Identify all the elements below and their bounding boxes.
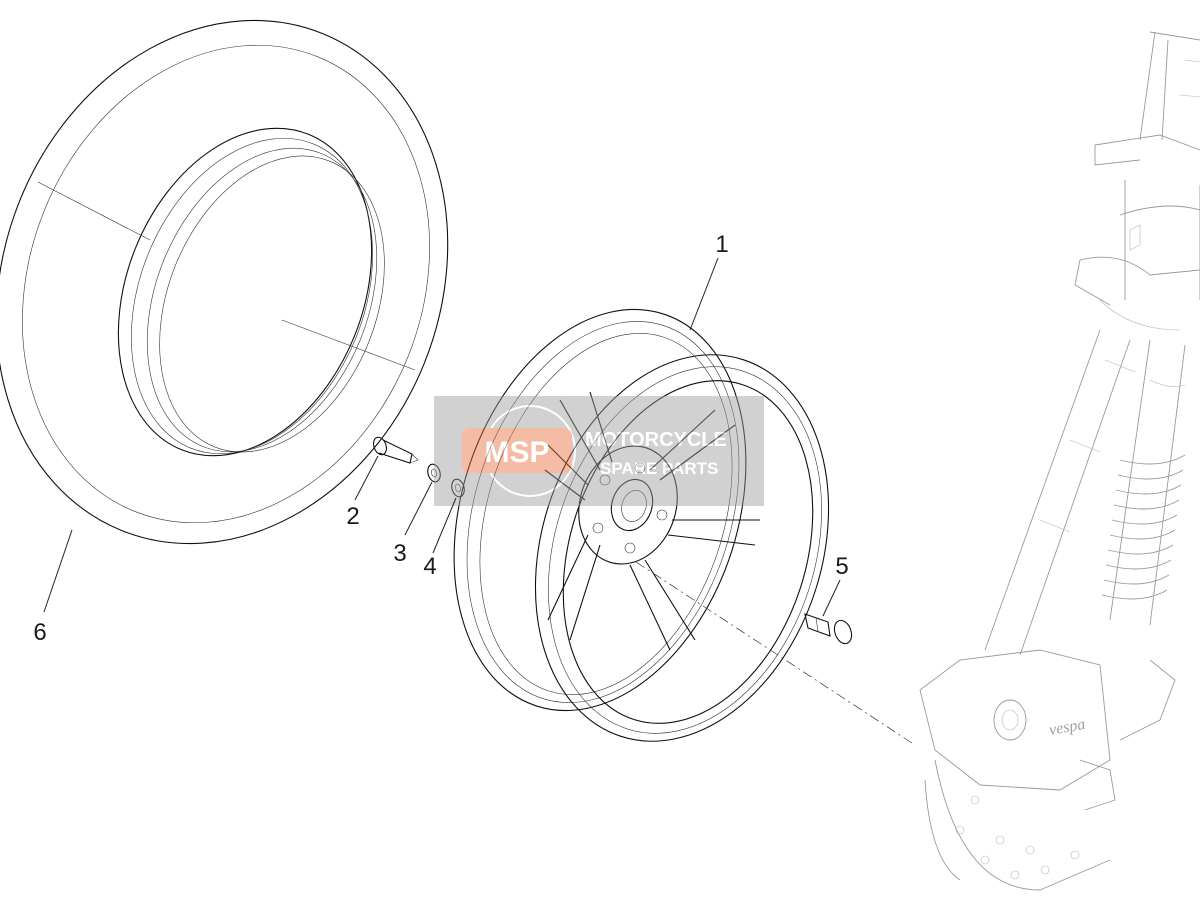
bolt-part-2[interactable] (371, 435, 419, 464)
watermark-logo-badge (462, 428, 572, 473)
callout-3[interactable]: 3 (393, 540, 406, 567)
washer-part-4[interactable] (450, 478, 466, 498)
leader-5 (822, 579, 841, 617)
callout-5[interactable]: 5 (835, 553, 848, 580)
leader-2 (354, 455, 379, 501)
leader-3 (404, 481, 433, 536)
callout-leaders (43, 257, 841, 617)
svg-text:vespa: vespa (1048, 716, 1087, 739)
leader-4 (432, 497, 457, 554)
tire-part-6[interactable] (0, 0, 525, 612)
watermark-logo-text: MSP (484, 436, 549, 469)
valve-part-5[interactable] (804, 613, 855, 646)
washer-part-3[interactable] (426, 463, 442, 483)
callout-1[interactable]: 1 (715, 231, 728, 258)
callout-labels: 1 2 3 4 5 6 (33, 231, 848, 646)
watermark: MSP MOTORCYCLE SPARE PARTS (434, 396, 764, 506)
leader-6 (43, 529, 73, 613)
wheel-rim-part-1[interactable] (405, 271, 876, 779)
front-fork-assembly: vespa (919, 31, 1200, 891)
watermark-line1: MOTORCYCLE (585, 429, 727, 451)
watermark-line2: SPARE PARTS (600, 459, 718, 478)
callout-6[interactable]: 6 (33, 619, 46, 646)
leader-1 (689, 257, 719, 331)
axle-axis-dashed (635, 561, 916, 746)
callout-2[interactable]: 2 (346, 503, 359, 530)
shock-spring (1101, 454, 1186, 600)
callout-4[interactable]: 4 (423, 553, 436, 580)
